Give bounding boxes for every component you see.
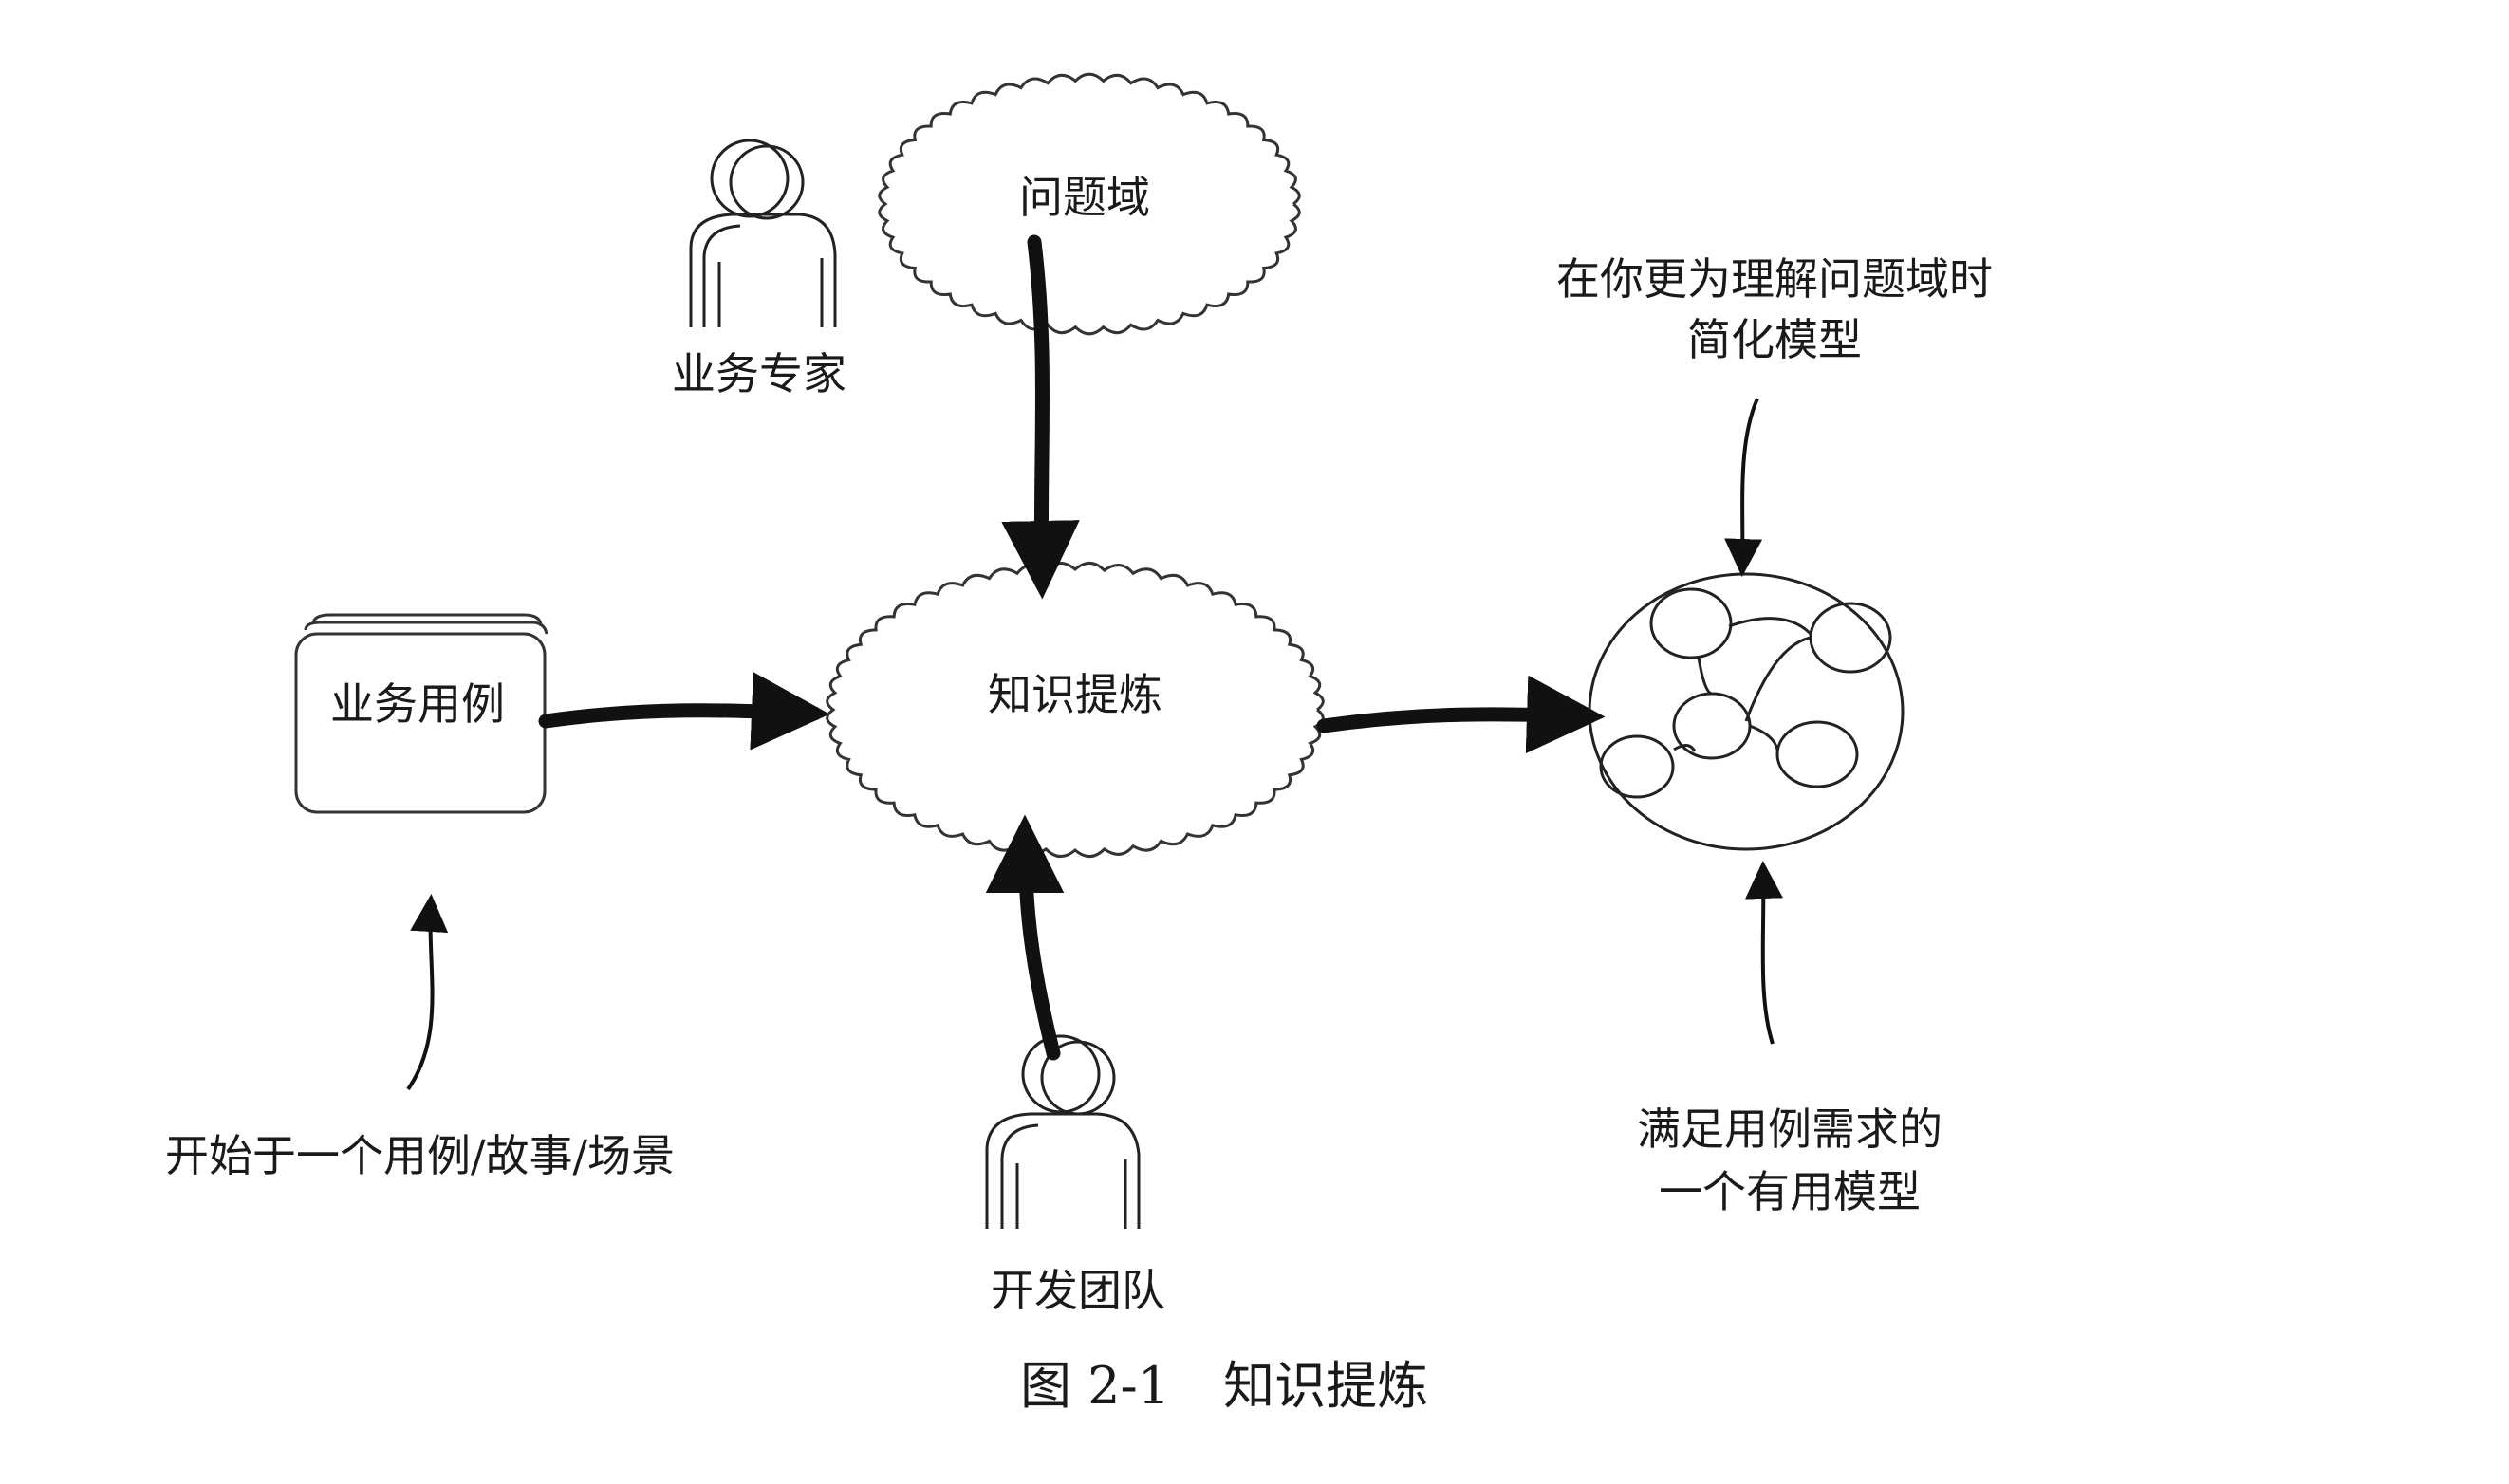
start-with-annotation: 开始于一个用例/故事/场景 xyxy=(165,1130,675,1181)
business-expert-label: 业务专家 xyxy=(672,348,846,399)
arrow-start-annotation xyxy=(406,894,449,1091)
figure-number: 图 2-1 xyxy=(1020,1356,1171,1416)
arrow-simplify-annotation xyxy=(1724,398,1763,577)
useful-model-circle xyxy=(1588,572,1905,851)
simplify-model-annotation-line1: 在你更为理解问题域时 xyxy=(1556,253,1993,305)
business-expert-person-icon xyxy=(689,139,837,327)
arrow-problem-to-crunching xyxy=(1001,234,1080,600)
dev-team-person-icon xyxy=(985,1034,1141,1229)
arrow-usecase-to-crunching xyxy=(538,672,830,751)
dev-team-label: 开发团队 xyxy=(991,1265,1165,1316)
arrow-team-to-crunching xyxy=(985,814,1065,1061)
problem-domain-label: 问题域 xyxy=(1019,172,1150,223)
useful-model-annotation-line1: 满足用例需求的 xyxy=(1637,1104,1942,1155)
arrow-useful-annotation xyxy=(1744,861,1783,1045)
figure-caption: 图 2-1 知识提炼 xyxy=(1020,1352,1428,1420)
useful-model-annotation-line2: 一个有用模型 xyxy=(1659,1166,1921,1217)
business-use-case-label: 业务用例 xyxy=(330,678,505,730)
figure-title: 知识提炼 xyxy=(1223,1356,1429,1416)
simplify-model-annotation-line2: 简化模型 xyxy=(1687,314,1862,365)
knowledge-crunching-label: 知识提炼 xyxy=(988,669,1162,720)
knowledge-crunching-cloud xyxy=(826,561,1325,859)
arrow-crunching-to-model xyxy=(1316,675,1606,754)
problem-domain-cloud xyxy=(878,72,1301,336)
